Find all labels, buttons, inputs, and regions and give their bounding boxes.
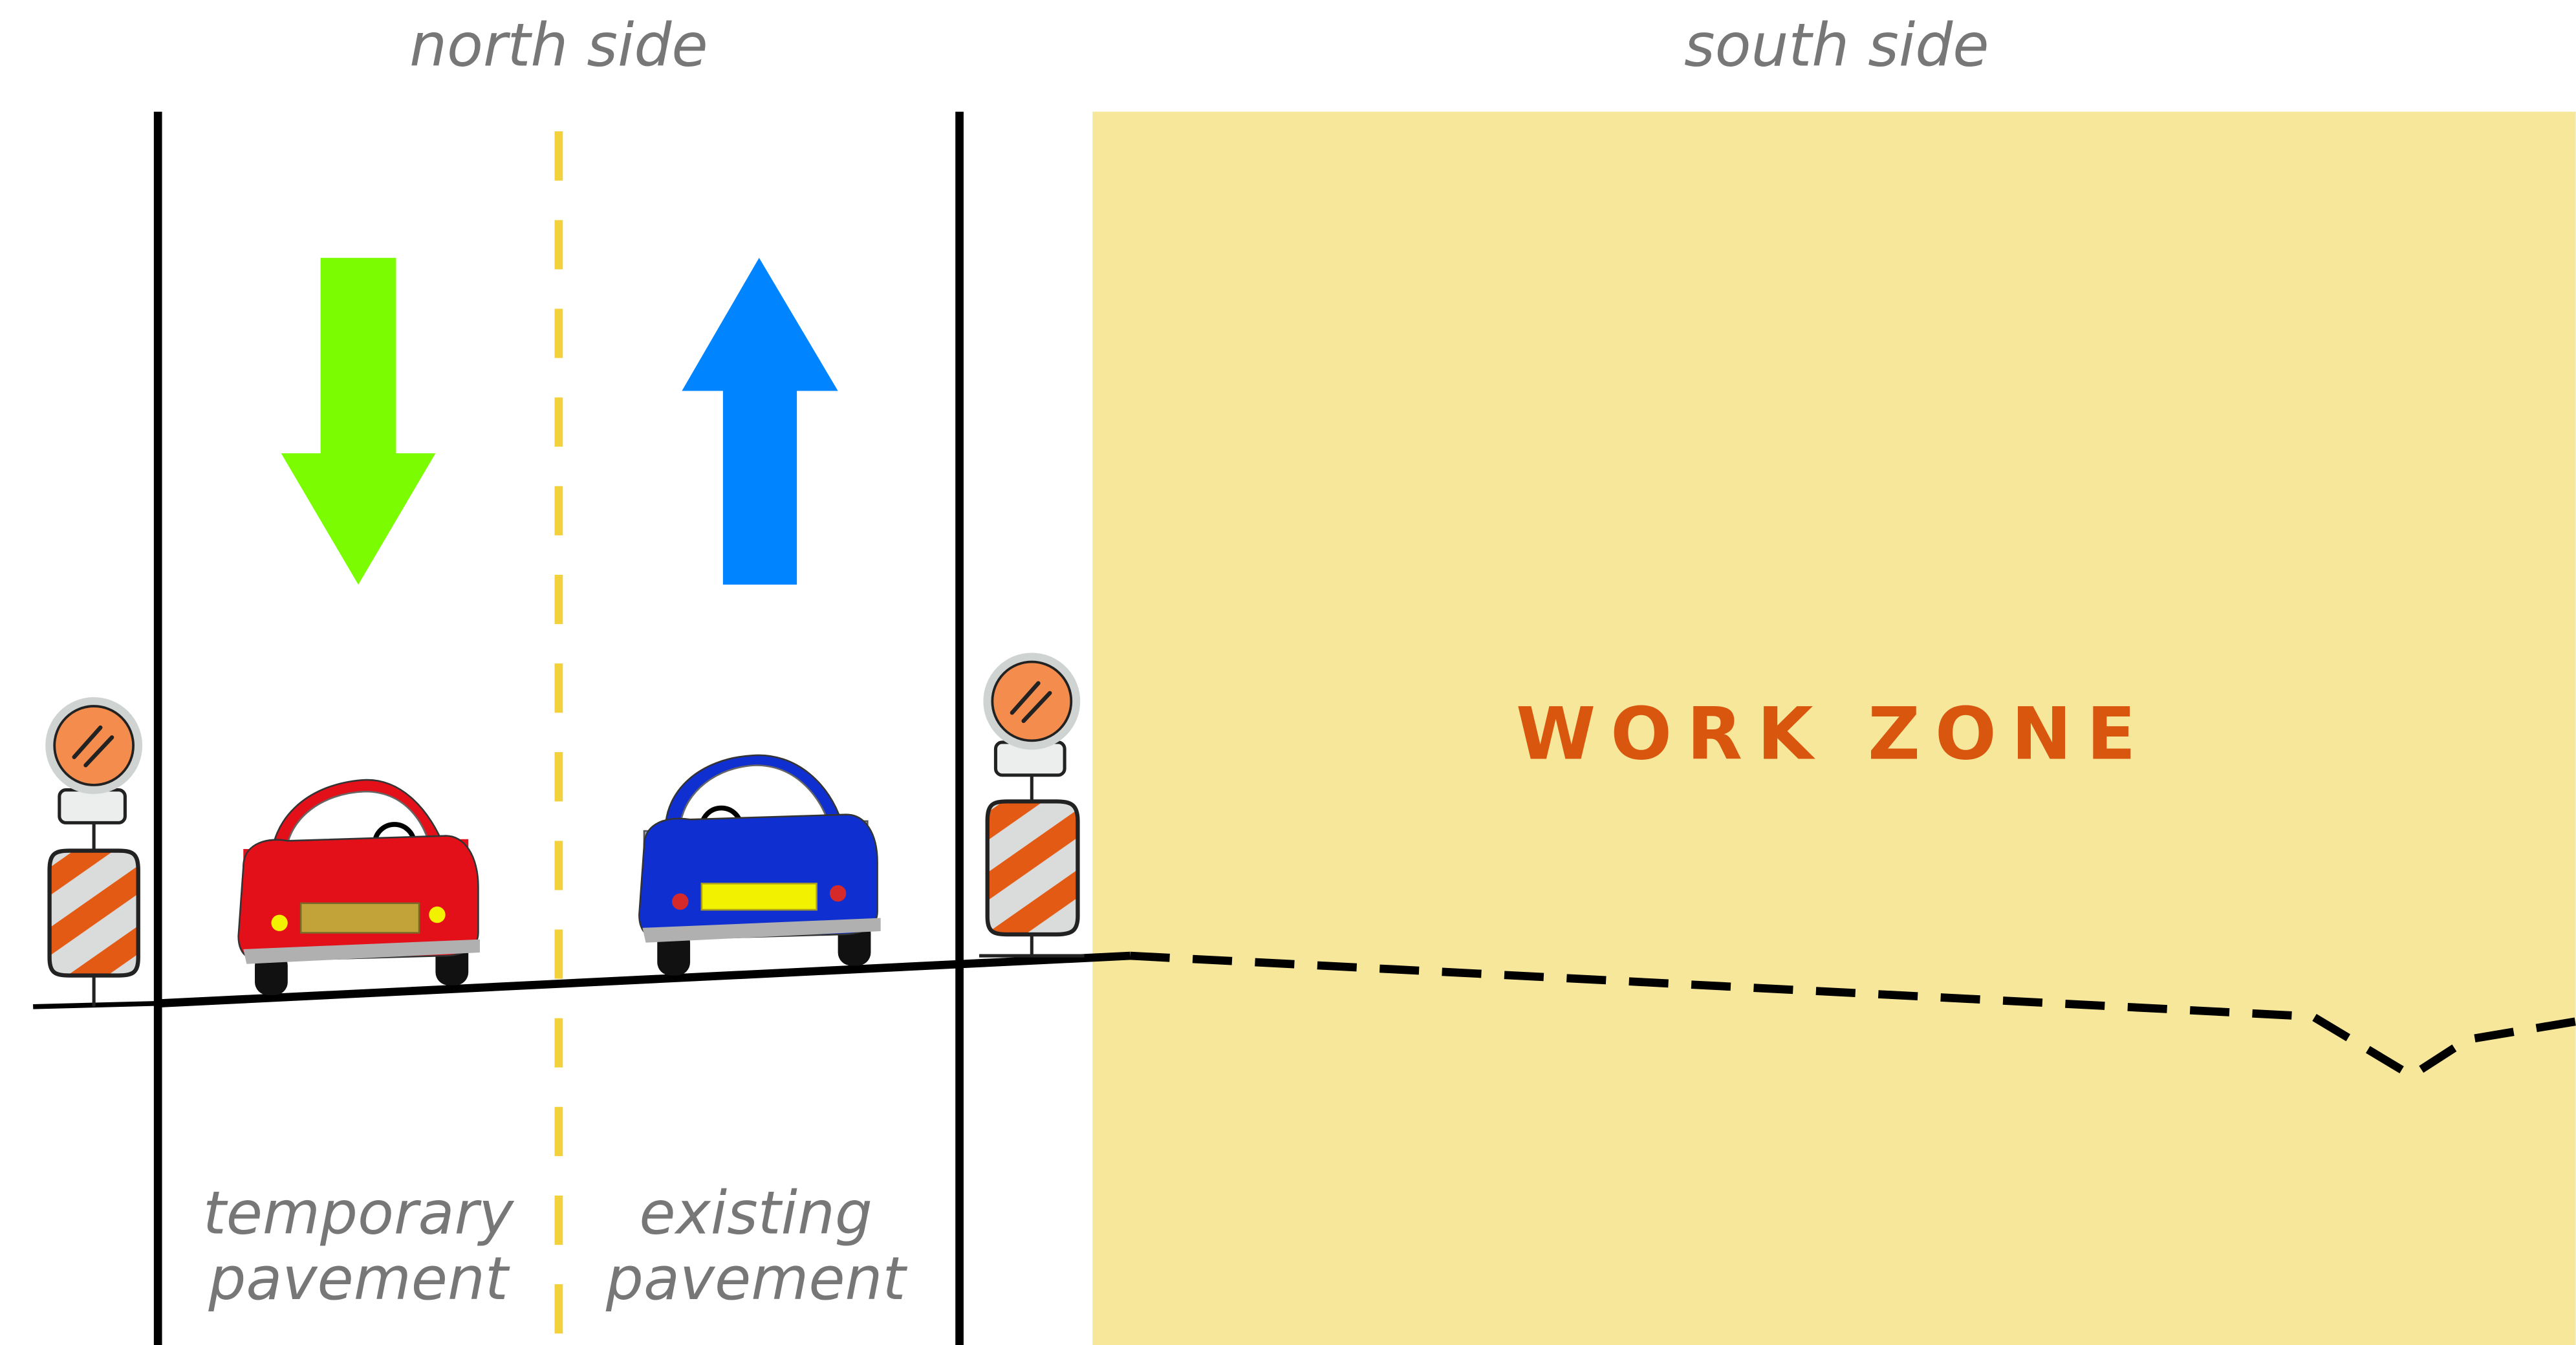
road-surface-line: [157, 951, 1131, 1008]
barricade-icon: [979, 652, 1085, 958]
car-icon: [237, 779, 480, 996]
south-side-heading: south side: [1684, 11, 1989, 80]
north-side-heading: north side: [409, 11, 708, 80]
existing-pavement-label-line2: pavement: [605, 1244, 908, 1313]
work-zone-area: [1092, 111, 2576, 1345]
temporary-pavement-label-line2: pavement: [208, 1244, 510, 1313]
barricade-icon: [45, 697, 143, 1007]
existing-pavement-label-line1: existing: [639, 1178, 872, 1247]
temporary-pavement-label-line1: temporary: [203, 1178, 515, 1247]
car-icon: [638, 754, 881, 976]
work-zone-label: WORK ZONE: [1516, 692, 2150, 776]
work-zone-ground-profile: [1130, 951, 2576, 1081]
arrow-up-icon: [682, 257, 838, 585]
arrow-down-icon: [281, 257, 436, 585]
